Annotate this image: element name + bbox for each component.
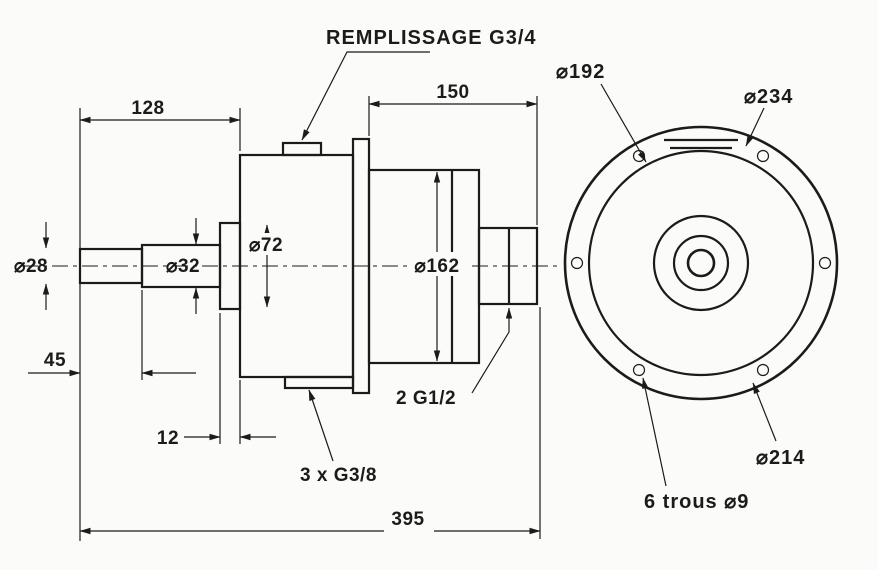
label-backing xyxy=(384,520,434,536)
filler-label: REMPLISSAGE G3/4 xyxy=(326,27,537,49)
dimension-dia-28: ⌀28 xyxy=(14,222,50,310)
filler-boss xyxy=(281,141,323,157)
bolt-holes xyxy=(570,149,832,377)
label-backing xyxy=(243,233,291,255)
dia-192-label: ⌀192 xyxy=(556,61,605,83)
bolt-hole xyxy=(632,363,646,377)
front-view: ⌀192 ⌀234 ⌀214 6 trous ⌀9 xyxy=(556,61,839,513)
hub-circle xyxy=(652,214,750,312)
bolt-hole xyxy=(818,256,832,270)
tap-label: 3 x G3/8 xyxy=(300,465,377,486)
dim-12-label: 12 xyxy=(157,428,179,449)
dimension-150: 150 xyxy=(368,82,538,225)
holes-label: 6 trous ⌀9 xyxy=(644,491,749,513)
dim-45-label: 45 xyxy=(44,350,66,371)
dimension-dia-32: ⌀32 xyxy=(166,218,200,314)
dimension-12: 12 xyxy=(157,313,276,449)
dimension-395: 395 xyxy=(79,307,541,539)
dim-128-label: 128 xyxy=(131,98,164,119)
dimension-128: 128 xyxy=(79,98,241,541)
leader-line xyxy=(301,51,430,141)
label-backing xyxy=(407,252,467,276)
boss-circle xyxy=(672,234,730,292)
bolt-hole xyxy=(756,363,770,377)
dia-162-label: ⌀162 xyxy=(414,256,459,277)
callout-filler: REMPLISSAGE G3/4 xyxy=(301,27,537,141)
bottom-boss xyxy=(283,375,355,390)
dia-214-label: ⌀214 xyxy=(756,447,805,469)
dia-32-label: ⌀32 xyxy=(166,256,200,277)
dimension-dia-162: ⌀162 xyxy=(407,171,467,362)
leader-line xyxy=(752,382,777,442)
leader-line xyxy=(308,389,334,462)
callout-dia-192: ⌀192 xyxy=(556,61,647,163)
dia-234-label: ⌀234 xyxy=(744,86,793,108)
port-label: 2 G1/2 xyxy=(396,388,456,409)
leader-line xyxy=(642,377,667,487)
leader-line xyxy=(600,83,647,163)
callout-bolt-holes: 6 trous ⌀9 xyxy=(642,377,749,513)
dia-72-label: ⌀72 xyxy=(249,235,283,256)
callout-dia-214: ⌀214 xyxy=(752,382,805,469)
dimension-dia-72: ⌀72 xyxy=(243,224,291,308)
shaft-hole xyxy=(686,248,716,278)
dia-28-label: ⌀28 xyxy=(14,256,48,277)
leader-line xyxy=(745,107,765,147)
callout-dia-234: ⌀234 xyxy=(744,86,793,147)
side-view: 128 150 395 45 12 xyxy=(14,27,562,541)
circle-192 xyxy=(587,149,815,377)
dim-150-label: 150 xyxy=(436,82,469,103)
bolt-hole xyxy=(756,149,770,163)
callout-port: 2 G1/2 xyxy=(396,307,513,409)
leader-line xyxy=(471,307,513,394)
dimension-45: 45 xyxy=(28,290,196,380)
callout-taps: 3 x G3/8 xyxy=(300,389,377,486)
dim-395-label: 395 xyxy=(391,509,424,530)
flange-circle-234 xyxy=(563,125,839,401)
bolt-hole xyxy=(570,256,584,270)
